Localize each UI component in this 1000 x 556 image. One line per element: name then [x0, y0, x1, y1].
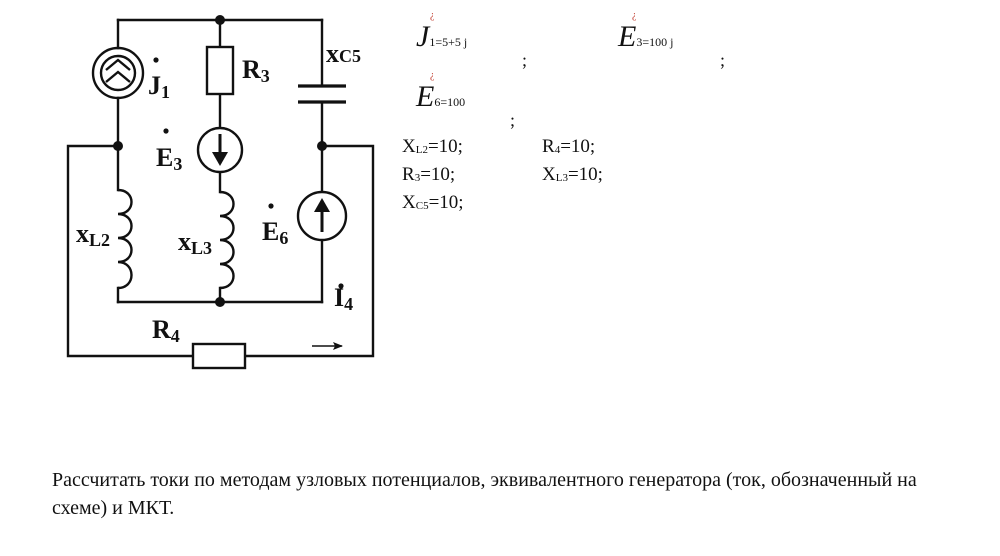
label-e6: E6 — [262, 217, 288, 248]
given-j1-value: =5+5 j — [435, 35, 468, 49]
param-xc5: XC5=10; — [402, 192, 464, 213]
marker-e3: ¿ — [632, 10, 637, 21]
label-xc5: xC5 — [326, 39, 361, 68]
given-j1-sep: ; — [522, 50, 528, 70]
label-xl3: xL3 — [178, 227, 212, 258]
given-e3-value: =100 j — [642, 35, 674, 49]
task-statement: Рассчитать токи по методам узловых потен… — [52, 469, 917, 519]
param-r4: R4=10; — [542, 136, 596, 157]
dot-e6 — [268, 203, 274, 209]
label-xl2: xL2 — [76, 219, 110, 250]
label-i4: I4 — [334, 283, 353, 314]
marker-j1: ¿ — [430, 10, 435, 21]
param-xl3: XL3=10; — [542, 164, 603, 185]
current-arrow-i4 — [312, 342, 343, 350]
given-j1-sub: 1 — [429, 35, 436, 49]
voltage-source-e3 — [196, 126, 244, 174]
marker-e6: ¿ — [430, 70, 435, 81]
given-e3-sep: ; — [720, 50, 726, 70]
current-source-j1 — [91, 46, 145, 100]
node-left-middle — [113, 141, 123, 151]
capacitor-xc5 — [298, 84, 346, 104]
given-e6-sub: 6 — [434, 95, 441, 109]
given-e3: ¿ E3=100 j — [618, 10, 674, 54]
given-e6-letter: E — [416, 80, 435, 113]
given-e6-value: =100 — [440, 95, 466, 109]
given-j1: ¿ J1=5+5 j — [416, 10, 468, 54]
voltage-source-e6 — [296, 190, 348, 242]
given-e3-sub: 3 — [636, 35, 643, 49]
inductor-xl3 — [219, 190, 235, 290]
dot-e3 — [163, 128, 169, 134]
dot-j1 — [153, 57, 159, 63]
node-top-middle — [215, 15, 225, 25]
wire-outer-loop — [66, 144, 375, 358]
label-r3: R3 — [242, 55, 270, 86]
given-e3-letter: E — [618, 20, 637, 53]
inductor-xl2 — [117, 188, 133, 290]
circuit-diagram: J1 R3 xC5 E3 xL2 xL3 E6 I4 R4 — [66, 15, 375, 370]
label-e3: E3 — [156, 143, 182, 174]
dot-i4 — [338, 283, 344, 289]
given-e6-sep: ; — [510, 110, 516, 130]
given-j1-letter: J — [416, 20, 430, 53]
node-bottom-middle — [215, 297, 225, 307]
given-e6: ¿ E6=100 — [416, 70, 466, 114]
resistor-r4 — [191, 342, 247, 370]
label-r4: R4 — [152, 315, 180, 346]
resistor-r3 — [205, 45, 235, 96]
param-xl2: XL2=10; — [402, 136, 463, 157]
label-j1: J1 — [148, 71, 170, 102]
node-right-middle — [317, 141, 327, 151]
param-r3: R3=10; — [402, 164, 456, 185]
